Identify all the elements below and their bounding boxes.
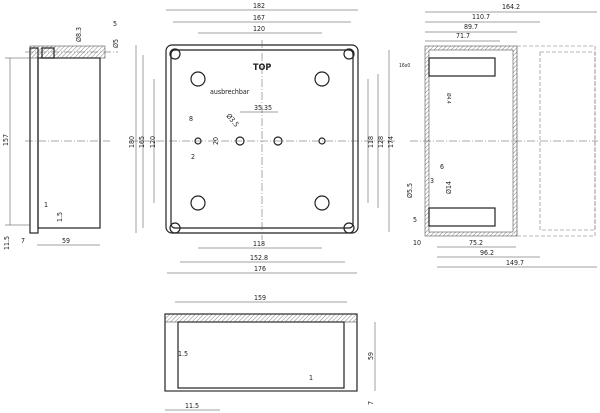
dim-8: 8 [189, 115, 193, 123]
dim-182: 182 [253, 2, 265, 10]
dim-120-left: 120 [149, 136, 157, 148]
dim-164-2: 164.2 [502, 3, 520, 11]
dim-6: 6 [440, 163, 444, 171]
dim-89-7: 89.7 [464, 23, 478, 31]
dim-1-5: 1.5 [56, 212, 64, 222]
dim-75-2: 75.2 [469, 239, 483, 247]
dim-11-5: 11.5 [3, 236, 11, 250]
dim-5: 5 [113, 20, 117, 28]
dim-2: 2 [191, 153, 195, 161]
dim-118-right: 118 [367, 136, 375, 148]
dim-dia-14: Ø14 [445, 181, 453, 194]
dim-20: 20 [212, 137, 220, 145]
left-side-view: 157 59 7 11.5 Ø8.3 5 Ø5 1 1.5 [2, 20, 120, 250]
dim-5: 5 [413, 216, 417, 224]
dim-10: 10 [413, 239, 421, 247]
dim-dia-3-5: Ø3.5 [224, 112, 240, 129]
dim-1-5: 1.5 [178, 350, 188, 358]
dim-176: 176 [254, 265, 266, 273]
dim-dia-5: Ø5 [112, 39, 120, 48]
dim-3: 3 [430, 177, 434, 185]
top-label: TOP [253, 63, 271, 73]
dim-165: 165 [138, 136, 146, 148]
dim-149-7: 149.7 [506, 259, 524, 267]
dim-1: 1 [44, 201, 48, 209]
dim-96-2: 96.2 [480, 249, 494, 257]
dim-128: 128 [377, 136, 385, 148]
dim-180: 180 [128, 136, 136, 148]
front-view: TOP ausbrechbar 182 167 120 118 152.8 17… [128, 2, 395, 274]
dim-35-35: 35.35 [254, 104, 272, 112]
dim-dia-5-5: Ø5.5 [406, 183, 414, 198]
dim-118-bottom: 118 [253, 240, 265, 248]
dim-174: 174 [387, 136, 395, 148]
dim-152-8: 152.8 [250, 254, 268, 262]
dim-120-top: 120 [253, 25, 265, 33]
dim-11-5: 11.5 [185, 402, 199, 410]
label-16x0: 16x0 [399, 63, 410, 69]
dim-71-7: 71.7 [456, 32, 470, 40]
dim-159: 159 [254, 294, 266, 302]
dim-167: 167 [253, 14, 265, 22]
dim-157: 157 [2, 134, 10, 146]
dim-7: 7 [21, 237, 25, 245]
dim-59: 59 [367, 352, 375, 360]
dim-dia-4-4: Ø4.4 [445, 93, 452, 104]
section-view: 164.2 110.7 89.7 71.7 10 75.2 96.2 149.7… [399, 3, 598, 268]
dim-1: 1 [309, 374, 313, 382]
dim-7: 7 [367, 401, 375, 405]
dim-59: 59 [62, 237, 70, 245]
bottom-view: 159 1.5 59 1 7 11.5 [164, 294, 376, 411]
dim-dia-8-3: Ø8.3 [75, 27, 83, 42]
ausbrechbar-label: ausbrechbar [210, 88, 250, 96]
dim-110-7: 110.7 [472, 13, 490, 21]
